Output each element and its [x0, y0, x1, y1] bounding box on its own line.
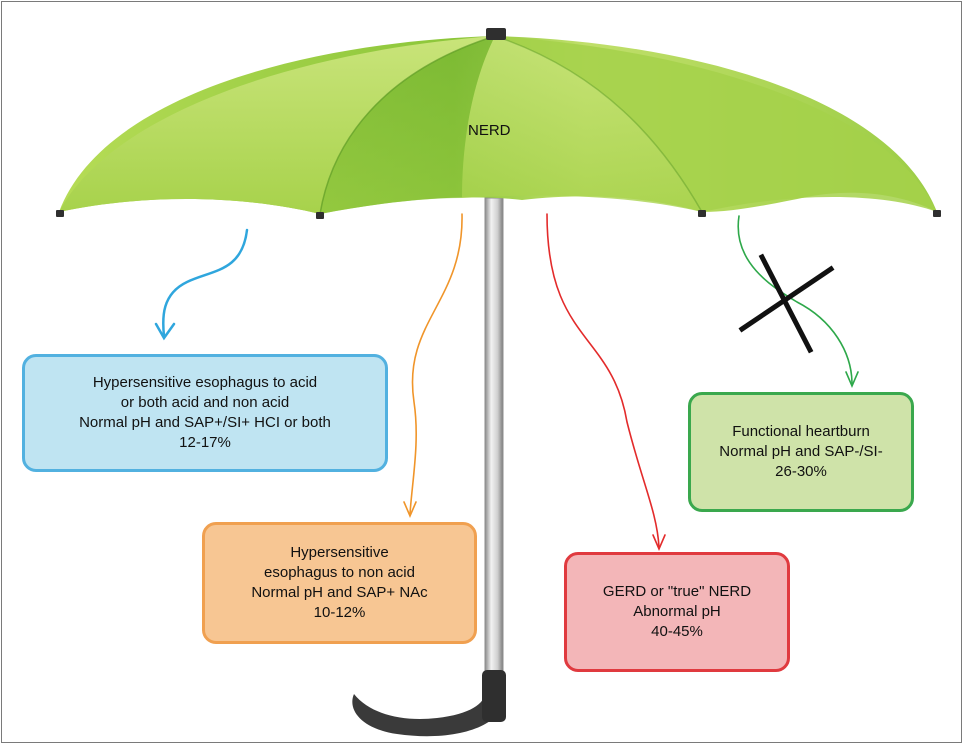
arrow-functional	[737, 215, 853, 385]
canopy-panel-center-right	[462, 36, 702, 212]
handle-grip	[482, 670, 506, 722]
box-nonacid-line-3: Normal pH and SAP+ NAc	[251, 584, 428, 601]
box-nonacid-line-2: esophagus to non acid	[264, 564, 415, 581]
arrow-acid-head	[154, 322, 176, 341]
box-functional-line-1: Functional heartburn	[732, 423, 870, 440]
canopy-panel-right	[495, 36, 937, 212]
umbrella-top-cap	[486, 28, 506, 40]
box-nonacid-line-4: 10-12%	[313, 604, 366, 621]
rib-tip	[316, 212, 324, 219]
arrow-gerd	[546, 213, 660, 548]
umbrella-label: NERD	[468, 122, 511, 139]
box-functional-line-2: Normal pH and SAP-/SI-	[719, 443, 883, 460]
box-gerd-line-1: GERD or "true" NERD	[602, 583, 752, 600]
umbrella-handle	[352, 674, 505, 737]
box-gerd-line-2: Abnormal pH	[633, 603, 721, 620]
umbrella-shaft	[484, 197, 504, 677]
box-functional: Functional heartburn Normal pH and SAP-/…	[688, 392, 914, 512]
box-gerd: GERD or "true" NERD Abnormal pH 40-45%	[564, 552, 790, 672]
box-functional-line-3: 26-30%	[775, 463, 827, 480]
cross-mark-icon	[738, 253, 835, 354]
box-acid: Hypersensitive esophagus to acid or both…	[22, 354, 388, 472]
canopy-panel-left	[59, 36, 495, 214]
box-nonacid-line-1: Hypersensitive	[290, 544, 389, 561]
arrow-nonacid-head	[403, 501, 417, 519]
canopy-rib	[494, 35, 703, 213]
canopy-rib	[319, 35, 496, 215]
rib-tip	[698, 210, 706, 217]
box-nonacid: Hypersensitive esophagus to non acid Nor…	[202, 522, 477, 644]
arrow-nonacid	[409, 213, 463, 515]
arrow-functional-head	[845, 371, 859, 389]
box-acid-line-2: or both acid and non acid	[120, 394, 290, 411]
rib-tip	[933, 210, 941, 217]
arrow-gerd-head	[652, 534, 666, 552]
box-acid-line-3: Normal pH and SAP+/SI+ HCI or both	[79, 414, 331, 431]
rib-tip	[56, 210, 64, 217]
box-gerd-line-3: 40-45%	[651, 623, 703, 640]
arrow-acid	[161, 228, 249, 338]
box-acid-line-1: Hypersensitive esophagus to acid	[92, 374, 318, 391]
canopy-panel-center	[320, 36, 495, 214]
box-acid-line-4: 12-17%	[179, 434, 231, 451]
